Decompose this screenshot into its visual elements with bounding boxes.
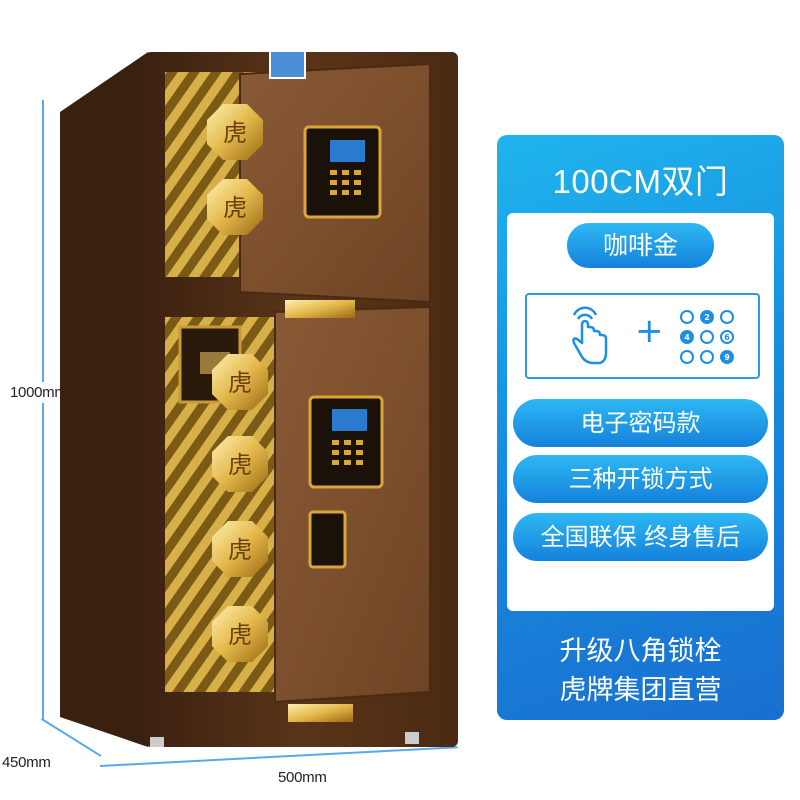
safe-foot: [150, 737, 164, 747]
bolts: [207, 104, 268, 662]
bottom-keypad-screen: [332, 409, 367, 431]
feature-pill-2: 三种开锁方式: [513, 455, 768, 503]
keypad-icon: 2 4 6 9: [680, 310, 734, 364]
info-panel: 100CM双门 咖啡金 + 2 4 6 9: [497, 135, 784, 720]
product-title: 100CM双门: [552, 163, 729, 200]
depth-label: 450mm: [0, 752, 53, 773]
bolt-label: 虎: [228, 451, 252, 479]
safe-foot: [405, 732, 419, 744]
height-dimension-line: [42, 100, 44, 720]
top-keypad-buttons: [330, 170, 361, 195]
safe-side: [60, 52, 148, 747]
top-keypad-screen: [330, 140, 365, 162]
keypad-digit: 4: [684, 333, 690, 342]
plus-sign: +: [635, 311, 664, 351]
keypad-digit: 6: [724, 333, 730, 342]
width-dimension-line: [100, 746, 458, 767]
safe-illustration: 虎 虎 虎 虎 虎 虎: [60, 52, 458, 747]
bolt-label: 虎: [223, 194, 247, 222]
bolt-labels: 虎 虎 虎 虎 虎 虎: [223, 119, 252, 649]
bottom-hinge: [288, 704, 353, 722]
color-pill: 咖啡金: [567, 223, 714, 268]
footer-line-1: 升级八角锁栓: [559, 636, 722, 667]
bolt-label: 虎: [228, 369, 252, 397]
width-label: 500mm: [276, 767, 329, 788]
panel-inner-card: 咖啡金 + 2 4 6 9: [507, 213, 774, 611]
top-hinge: [285, 300, 355, 318]
keypad-digit: 2: [704, 313, 710, 322]
door-handle: [308, 510, 347, 569]
bolt-label: 虎: [223, 119, 247, 147]
bottom-keypad-buttons: [332, 440, 363, 465]
bottom-door: [274, 305, 431, 704]
keypad-digit: 9: [724, 353, 730, 362]
height-label: 1000mm: [8, 382, 69, 403]
bolt-label: 虎: [228, 536, 252, 564]
brand-badge: [269, 52, 306, 79]
touch-hand-icon: [572, 306, 608, 365]
footer-line-2: 虎牌集团直营: [559, 675, 722, 706]
unlock-method-box: + 2 4 6 9: [525, 293, 760, 379]
feature-pill-1: 电子密码款: [513, 399, 768, 447]
bolt-label: 虎: [228, 621, 252, 649]
feature-pill-3: 全国联保 终身售后: [513, 513, 768, 561]
